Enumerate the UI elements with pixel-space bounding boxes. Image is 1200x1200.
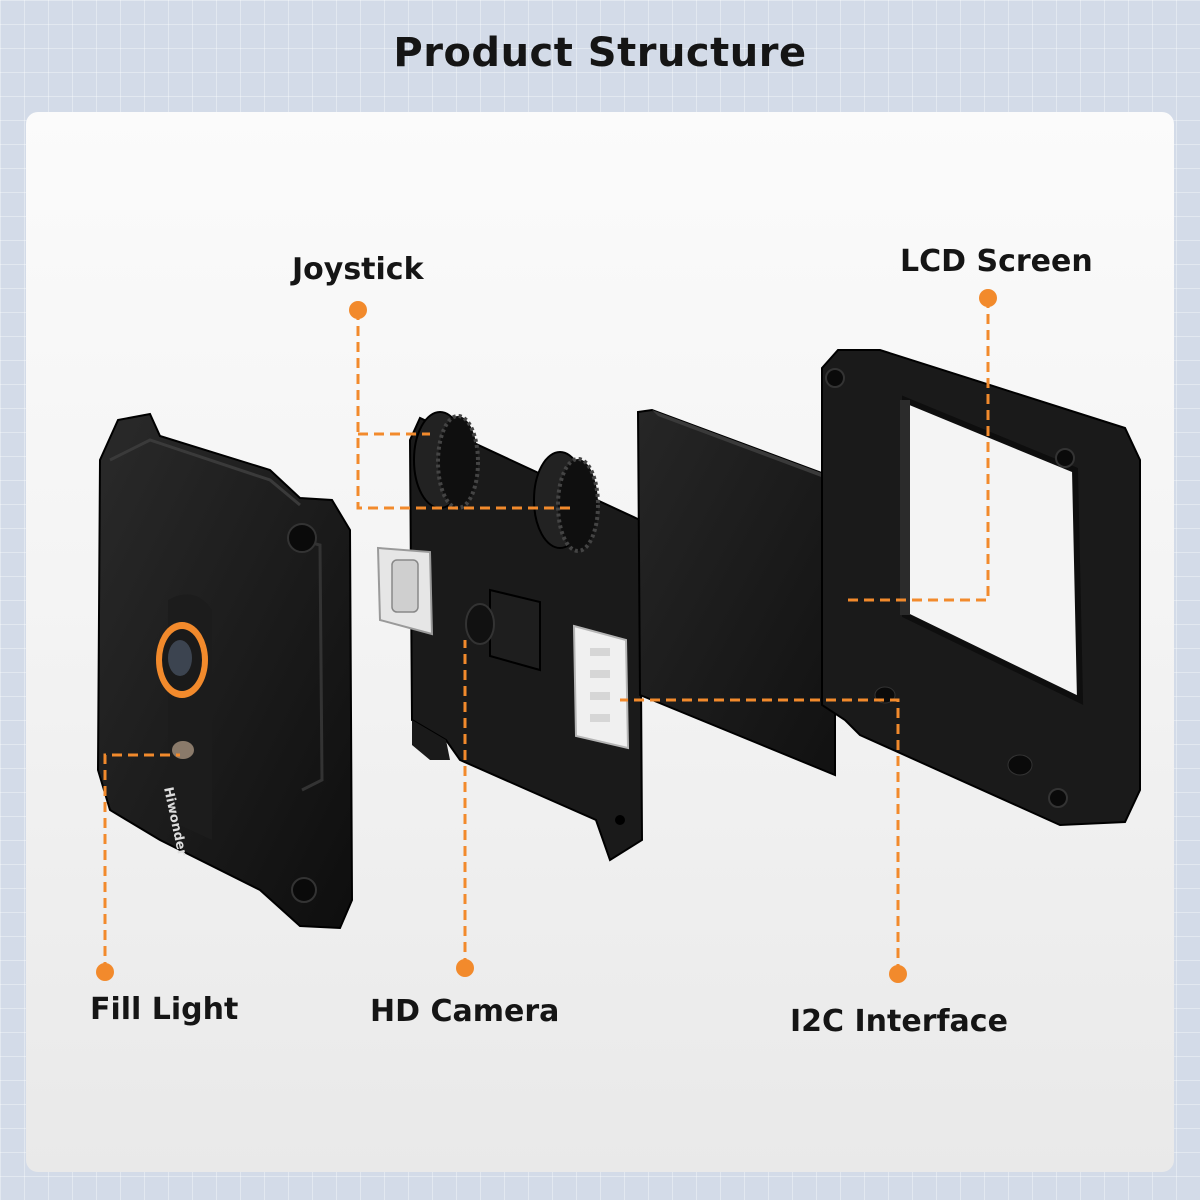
joystick-leader <box>356 310 570 510</box>
fill-light-leader <box>103 753 180 972</box>
lcd-screen-dot <box>979 289 997 307</box>
i2c-interface-leader <box>620 698 900 974</box>
label-hd-camera: HD Camera <box>370 994 560 1029</box>
rear-housing <box>821 349 1141 827</box>
camera-module <box>465 588 541 672</box>
front-cover <box>96 412 354 930</box>
page-title: Product Structure <box>393 30 807 76</box>
lcd-screen-leader <box>845 298 990 602</box>
i2c-interface-dot <box>889 965 907 983</box>
fill-light-dot <box>96 963 114 981</box>
callout-dots <box>96 289 997 983</box>
label-i2c-interface: I2C Interface <box>790 1004 1008 1039</box>
label-fill-light: Fill Light <box>90 992 239 1027</box>
usb-c-port <box>376 546 434 636</box>
lcd-panel <box>636 408 840 777</box>
i2c-connector <box>572 624 630 750</box>
hd-camera-dot <box>456 959 474 977</box>
joystick-wheel-right <box>533 451 600 553</box>
label-lcd-screen: LCD Screen <box>900 244 1093 279</box>
callout-lines <box>103 298 990 974</box>
joystick-dot <box>349 301 367 319</box>
label-joystick: Joystick <box>292 252 424 287</box>
joystick-wheel-left <box>413 411 480 510</box>
